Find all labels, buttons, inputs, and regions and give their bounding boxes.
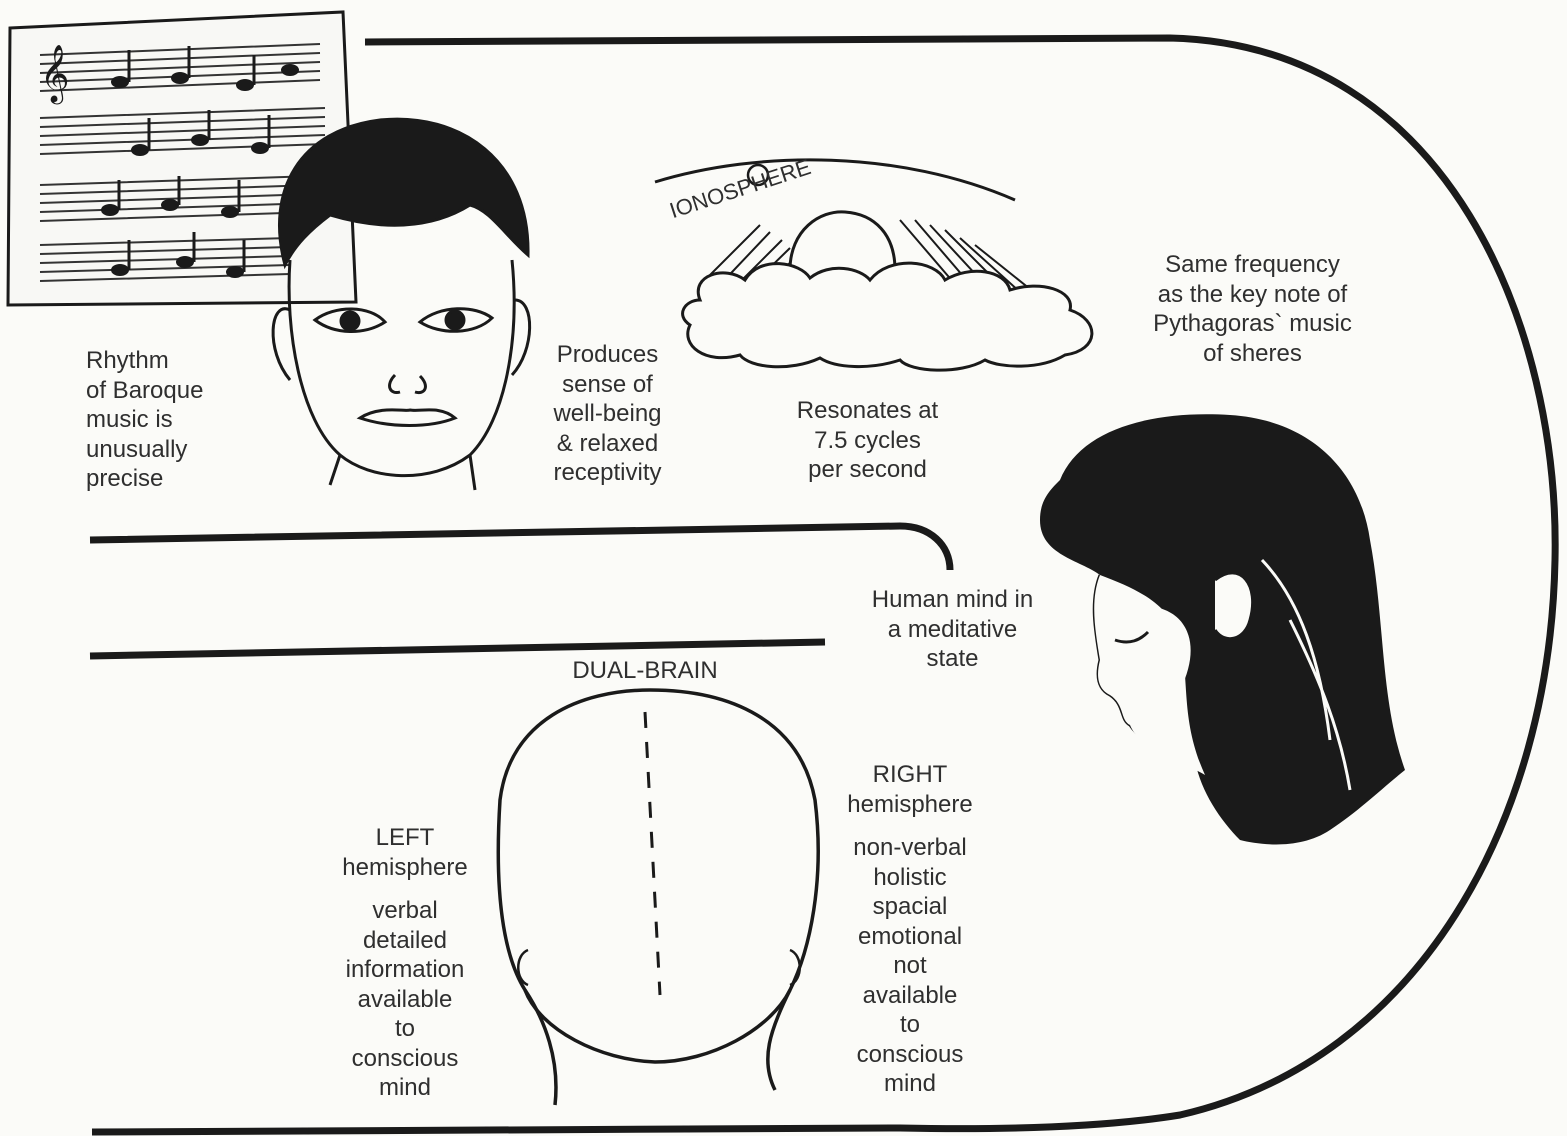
- right-hemisphere-title: RIGHT hemisphere: [825, 760, 995, 819]
- right-hemisphere-description: non-verbal holistic spacial emotional no…: [825, 833, 995, 1099]
- wellbeing-label: Produces sense of well-being & relaxed r…: [535, 340, 680, 488]
- sun-icon: [790, 212, 895, 270]
- middle-divider-line: [90, 526, 950, 570]
- cloud-icon: [683, 263, 1092, 370]
- left-hemisphere-description: verbal detailed information available to…: [320, 896, 490, 1103]
- meditative-state-label: Human mind in a meditative state: [840, 585, 1065, 674]
- woman-face-illustration: [273, 119, 530, 490]
- lower-divider-line: [90, 642, 825, 656]
- back-of-head-illustration: [498, 690, 818, 1105]
- dual-brain-title: DUAL-BRAIN: [545, 656, 745, 686]
- svg-text:𝄞: 𝄞: [40, 44, 70, 105]
- resonance-label: Resonates at 7.5 cycles per second: [765, 396, 970, 485]
- meditating-woman-illustration: [1040, 414, 1405, 844]
- baroque-rhythm-label: Rhythm of Baroque music is unusually pre…: [86, 346, 203, 494]
- left-hemisphere-title: LEFT hemisphere: [320, 823, 490, 882]
- pythagoras-frequency-label: Same frequency as the key note of Pythag…: [1120, 250, 1385, 368]
